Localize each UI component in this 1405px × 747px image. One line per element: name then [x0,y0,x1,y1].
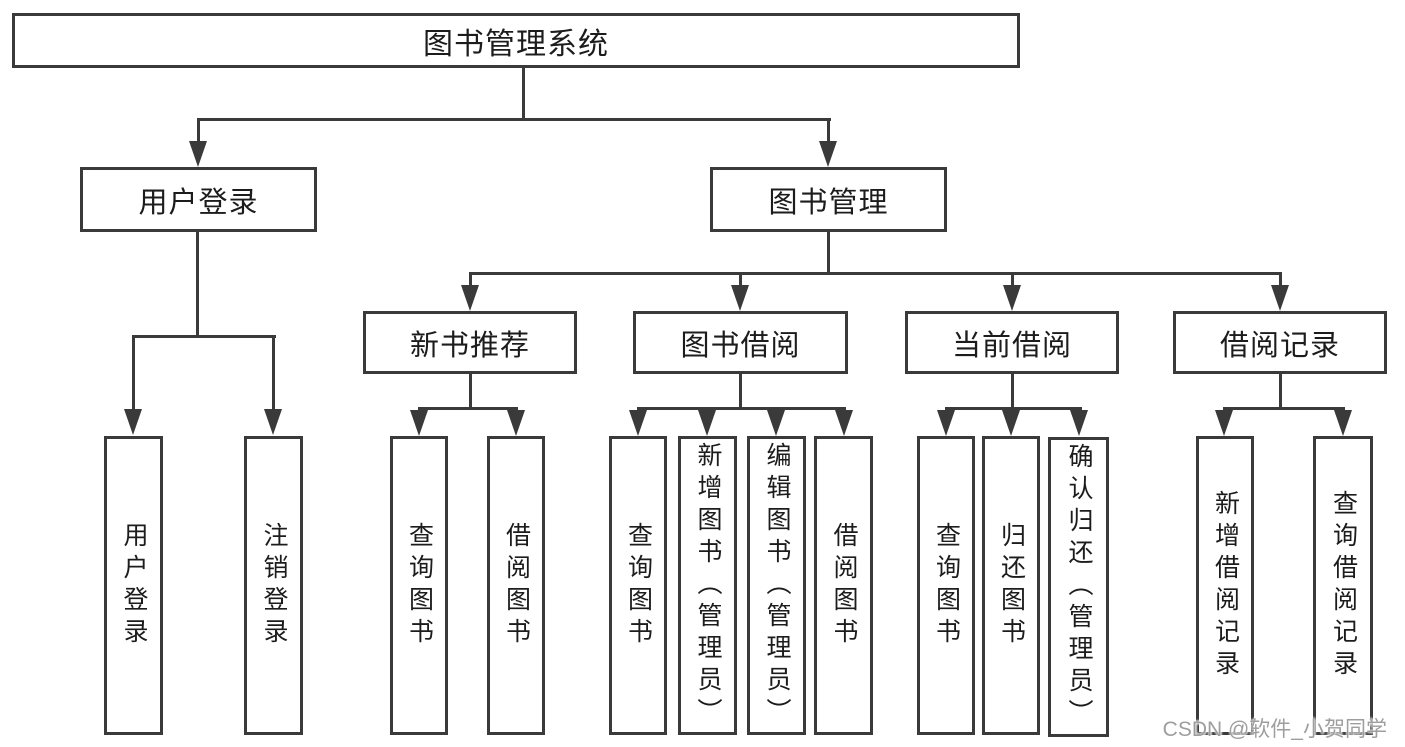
leaf-query-books-borrowing-label: 查询图书 [624,521,653,650]
leaf-logout-label: 注销登录 [260,521,288,650]
tree-connector-bar [418,407,518,410]
arrow-down-icon [767,410,785,436]
leaf-logout: 注销登录 [244,436,303,735]
leaf-query-books-recommend-label: 查询图书 [405,521,434,650]
leaf-user-login: 用户登录 [104,436,163,735]
tree-connector-stem [827,118,830,145]
arrow-down-icon [410,410,428,436]
arrow-down-icon [189,141,207,167]
leaf-return-books-label: 归还图书 [997,521,1026,650]
leaf-borrow-books: 借阅图书 [814,436,873,735]
node-current-borrowing: 当前借阅 [905,311,1119,374]
arrow-down-icon [1003,285,1021,311]
node-book-borrowing: 图书借阅 [633,311,848,374]
arrow-down-icon [507,410,525,436]
tree-connector-trunk [1279,374,1282,410]
leaf-borrow-books-recommend-label: 借阅图书 [502,521,531,650]
tree-connector-trunk [1011,374,1014,410]
leaf-query-books-current-label: 查询图书 [932,521,961,650]
leaf-edit-books-admin-label: 编辑图书（管理员） [763,441,791,730]
arrow-down-icon [1002,410,1020,436]
tree-connector-bar [197,118,831,121]
tree-connector-trunk [196,232,199,338]
node-book-borrowing-label: 图书借阅 [680,329,801,362]
arrow-down-icon [1070,410,1088,436]
leaf-add-borrow-record-label: 新增借阅记录 [1211,489,1240,682]
node-borrowing-records: 借阅记录 [1173,311,1387,374]
leaf-add-books-admin-label: 新增图书（管理员） [694,441,722,730]
node-borrowing-records-label: 借阅记录 [1219,329,1340,362]
arrow-down-icon [835,410,853,436]
leaf-user-login-label: 用户登录 [120,521,148,650]
arrow-down-icon [629,410,647,436]
tree-connector-bar [637,407,846,410]
tree-connector-stem [197,118,200,145]
tree-connector-bar [945,407,1082,410]
arrow-down-icon [937,410,955,436]
arrow-down-icon [461,285,479,311]
node-root: 图书管理系统 [12,13,1020,68]
node-new-book-recommend-label: 新书推荐 [409,329,530,362]
tree-connector-trunk [739,374,742,410]
tree-connector-bar [132,335,276,338]
leaf-confirm-return-admin-label: 确认归还（管理员） [1065,443,1093,731]
arrow-down-icon [1334,410,1352,436]
leaf-query-borrow-record-label: 查询借阅记录 [1329,489,1358,682]
leaf-query-books-recommend: 查询图书 [390,436,448,735]
arrow-down-icon [1271,285,1289,311]
tree-connector-stem [739,272,742,289]
tree-connector-bar [1223,407,1345,410]
leaf-query-books-current: 查询图书 [917,436,975,735]
node-book-management-label: 图书管理 [768,186,889,219]
leaf-borrow-books-recommend: 借阅图书 [487,436,545,735]
tree-connector-trunk [469,374,472,410]
leaf-edit-books-admin: 编辑图书（管理员） [747,436,806,735]
arrow-down-icon [731,285,749,311]
leaf-query-borrow-record: 查询借阅记录 [1313,436,1373,735]
node-new-book-recommend: 新书推荐 [363,311,577,374]
arrow-down-icon [1215,410,1233,436]
arrow-down-icon [819,141,837,167]
leaf-borrow-books-label: 借阅图书 [830,521,858,650]
node-user-login: 用户登录 [80,167,317,232]
tree-connector-stem [1011,272,1014,289]
tree-connector-trunk [522,68,525,121]
leaf-confirm-return-admin: 确认归还（管理员） [1048,437,1109,737]
node-current-borrowing-label: 当前借阅 [951,329,1072,362]
tree-connector-stem [132,335,135,413]
tree-connector-stem [469,272,472,289]
tree-connector-trunk [827,232,830,275]
leaf-add-borrow-record: 新增借阅记录 [1196,436,1254,735]
node-root-label: 图书管理系统 [423,27,609,61]
leaf-query-books-borrowing: 查询图书 [609,436,667,735]
arrow-down-icon [264,409,282,435]
csdn-watermark: CSDN @软件_小贺同学 [1162,718,1387,741]
leaf-return-books: 归还图书 [982,436,1040,735]
leaf-add-books-admin: 新增图书（管理员） [678,436,737,735]
tree-connector-stem [272,335,275,413]
arrow-down-icon [124,409,142,435]
tree-connector-stem [1279,272,1282,289]
arrow-down-icon [698,410,716,436]
node-book-management: 图书管理 [710,167,947,232]
node-user-login-label: 用户登录 [138,186,259,219]
tree-connector-bar [469,272,1282,275]
